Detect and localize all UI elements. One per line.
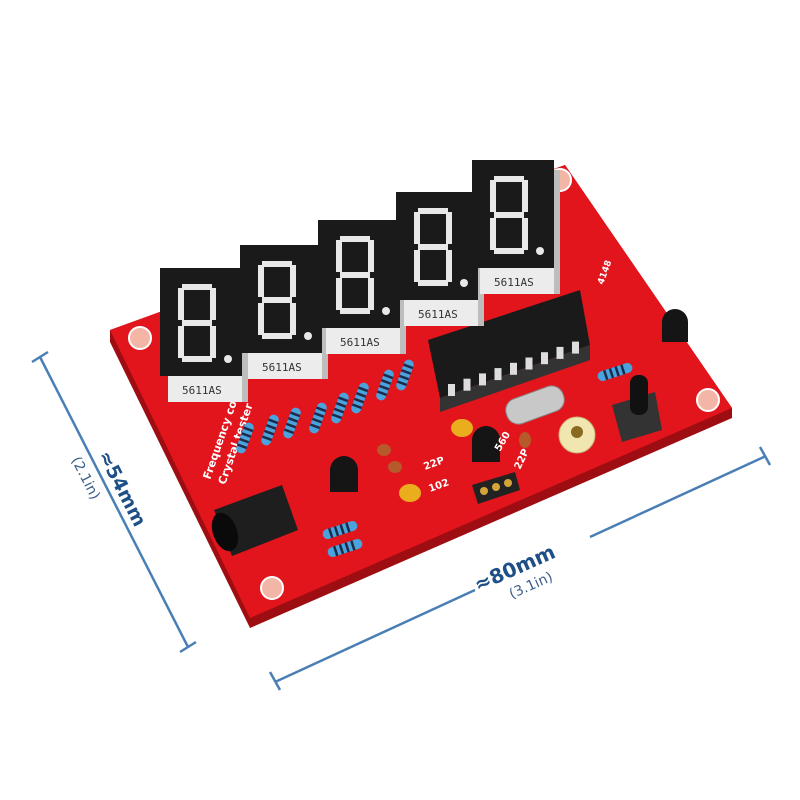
display-segment [210, 288, 216, 320]
display-segment [178, 326, 184, 358]
display-segment [182, 356, 212, 362]
display-segment [490, 218, 496, 250]
decimal-point [536, 247, 544, 255]
display-segment [336, 278, 342, 310]
trimmer-capacitor [558, 416, 596, 454]
mounting-holes [128, 168, 720, 600]
display-segment [414, 212, 420, 244]
resistor [322, 520, 358, 540]
decimal-point [382, 307, 390, 315]
display-segment [418, 208, 448, 214]
resistor [376, 369, 394, 401]
display-segment [258, 265, 264, 297]
display-segment [340, 272, 370, 278]
display-segment [258, 303, 264, 335]
push-button[interactable] [612, 375, 662, 442]
display-segment [290, 265, 296, 297]
display-segment [262, 333, 292, 339]
width-dimension [268, 446, 772, 691]
resistor [309, 402, 327, 434]
decimal-point [224, 355, 232, 363]
height-dimension [31, 350, 197, 654]
display-segment [494, 212, 524, 218]
ic-pin [556, 346, 564, 359]
decimal-point [460, 279, 468, 287]
resistor [327, 538, 363, 558]
display-segment [290, 303, 296, 335]
resistor [283, 407, 301, 439]
display-segment [494, 248, 524, 254]
display-segment [522, 218, 528, 250]
crystal-test-socket[interactable] [472, 472, 520, 504]
display-segment [340, 236, 370, 242]
display-segment [262, 261, 292, 267]
resistor [261, 414, 279, 446]
dc-power-jack[interactable] [207, 485, 298, 556]
resistor-row [236, 359, 633, 558]
ic-pin [479, 373, 486, 386]
seven-segment-display: 5611AS [160, 268, 248, 402]
display-part-label: 5611AS [262, 361, 302, 374]
display-segment [182, 320, 212, 326]
resistor [597, 362, 633, 382]
ic-pin [494, 368, 502, 381]
resistor [351, 382, 369, 414]
ic-pin [448, 384, 455, 396]
display-segment [418, 280, 448, 286]
display-segment [368, 278, 374, 310]
display-part-label: 5611AS [494, 276, 534, 289]
display-part-label: 5611AS [182, 384, 222, 397]
ic-pin [572, 341, 579, 354]
display-segment [262, 297, 292, 303]
ic-pin [463, 378, 471, 391]
ic-pin [525, 357, 533, 370]
decimal-point [304, 332, 312, 340]
resistor [331, 392, 349, 424]
seven-segment-display: 5611AS [318, 220, 406, 354]
display-segment [178, 288, 184, 320]
display-part-label: 5611AS [340, 336, 380, 349]
display-segment [210, 326, 216, 358]
resistor [396, 359, 414, 391]
capacitors [377, 419, 531, 502]
seven-segment-display: 5611AS [396, 192, 484, 326]
display-part-label: 5611AS [418, 308, 458, 321]
display-segment [490, 180, 496, 212]
seven-segment-displays: 5611AS 5611AS 5611AS 5611AS 5611AS [160, 160, 560, 402]
seven-segment-display: 5611AS [472, 160, 560, 294]
display-segment [336, 240, 342, 272]
ic-pin [541, 352, 548, 365]
display-segment [446, 212, 452, 244]
display-segment [522, 180, 528, 212]
display-segment [368, 240, 374, 272]
seven-segment-display: 5611AS [240, 245, 328, 379]
display-segment [340, 308, 370, 314]
display-segment [494, 176, 524, 182]
ic-chip [428, 290, 590, 412]
transistors [330, 309, 688, 492]
ic-pin [510, 362, 517, 375]
display-segment [414, 250, 420, 282]
display-segment [446, 250, 452, 282]
resistor [236, 422, 254, 454]
crystal-oscillator [505, 385, 565, 425]
display-segment [418, 244, 448, 250]
display-segment [182, 284, 212, 290]
